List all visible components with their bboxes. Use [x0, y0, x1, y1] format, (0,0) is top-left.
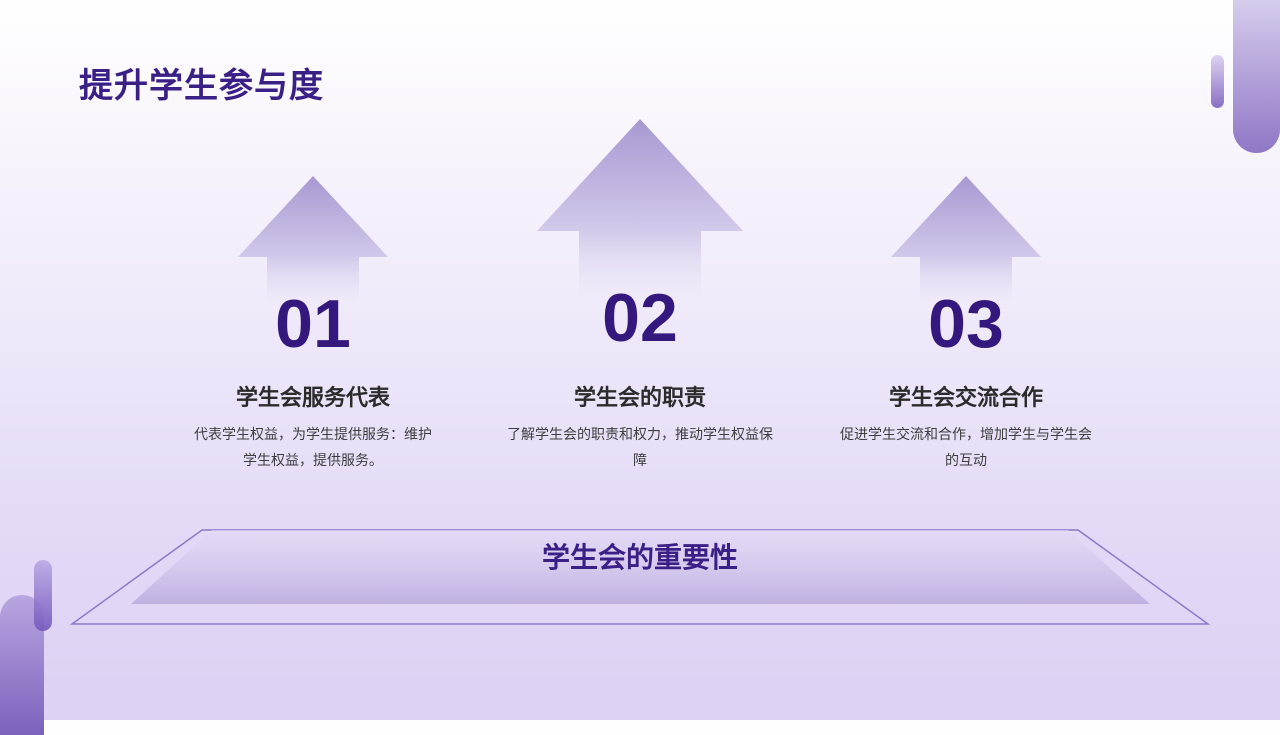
card-number: 03: [928, 286, 1004, 362]
card-description: 了解学生会的职责和权力，推动学生权益保障: [507, 427, 773, 469]
platform-outline: [69, 529, 1211, 625]
card-description: 代表学生权益，为学生提供服务：维护学生权益，提供服务。: [194, 427, 432, 469]
decorative-pill-top-right-small: [1211, 55, 1224, 108]
arrow-up-icon: [891, 176, 1041, 311]
card-03: 03 学生会交流合作 促进学生交流和合作，增加学生与学生会的互动: [816, 0, 1116, 720]
card-heading: 学生会交流合作: [888, 386, 1043, 411]
card-02: 02 学生会的职责 了解学生会的职责和权力，推动学生权益保障: [490, 0, 790, 720]
arrow-up-icon: [537, 119, 743, 309]
card-description: 促进学生交流和合作，增加学生与学生会的互动: [840, 427, 1092, 469]
decorative-pill-top-right-large: [1233, 0, 1280, 153]
platform-label: 学生会的重要性: [541, 541, 738, 574]
card-heading: 学生会服务代表: [235, 386, 390, 411]
platform-base: [69, 529, 1211, 625]
platform-fill: [131, 530, 1150, 604]
card-heading: 学生会的职责: [573, 386, 706, 411]
arrow-up-icon: [238, 176, 388, 311]
card-number: 01: [275, 286, 351, 362]
card-01: 01 学生会服务代表 代表学生权益，为学生提供服务：维护学生权益，提供服务。: [163, 0, 463, 720]
slide-title: 提升学生参与度: [79, 66, 324, 106]
decorative-pill-bottom-left-small: [34, 560, 52, 631]
card-number: 02: [602, 280, 678, 356]
